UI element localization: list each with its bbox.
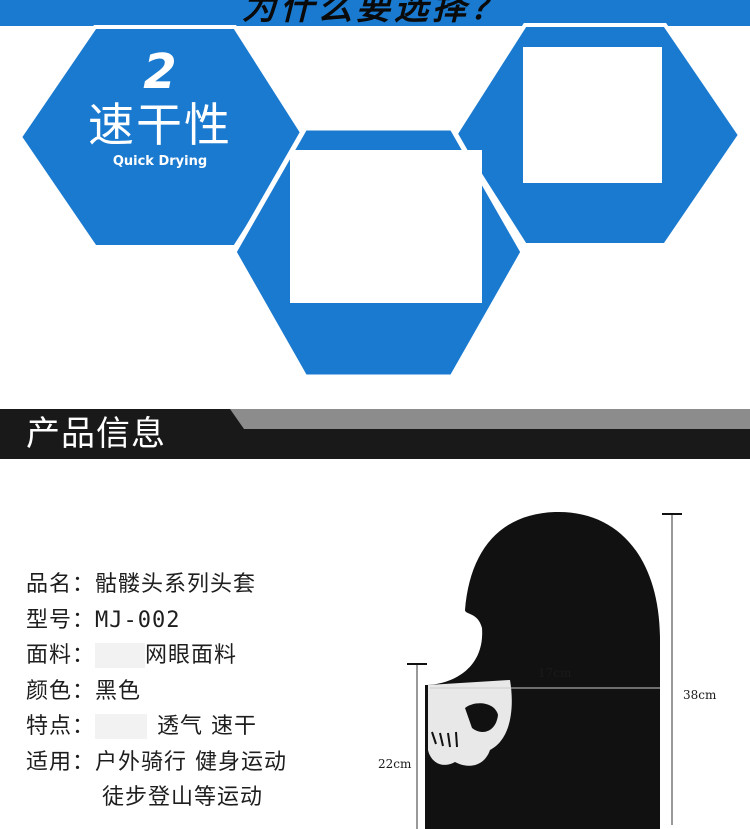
skull-eye [465,703,498,732]
color-label: 颜色： [26,678,96,704]
image-placeholder-center [290,150,482,303]
face-dim-label: 22cm [378,757,412,771]
feature-title-cn: 速干性 [88,98,232,152]
model-label: 型号： [26,607,96,633]
image-placeholder-right [523,47,662,183]
info-row-fabric: 面料： 网眼面料 [26,637,287,673]
section-header-stripe [230,409,750,429]
top-banner-title: 为什么要选择？ [242,0,508,26]
section-header: 产品信息 [0,409,750,459]
feature-number: 2 [143,44,177,100]
info-row-model: 型号： MJ-002 [26,602,287,638]
info-row-usage: 适用： 户外骑行 健身运动 [26,744,287,780]
usage-label: 适用： [26,749,96,775]
usage-value-1: 户外骑行 健身运动 [95,749,288,775]
model-value: MJ-002 [95,607,181,633]
quick-drying-feature: 2 速干性 Quick Drying [60,46,260,169]
usage-value-2: 徒步登山等运动 [102,785,264,810]
width-dim-label: 17cm [538,666,572,680]
name-value: 骷髅头系列头套 [95,572,257,597]
info-row-feature: 特点： 透气 速干 [26,708,287,744]
info-row-usage-cont: 徒步登山等运动 [26,779,287,815]
info-row-color: 颜色： 黑色 [26,673,287,709]
name-label: 品名： [26,572,96,597]
feature-title-en: Quick Drying [112,154,208,169]
skull-teeth [431,731,458,748]
info-row-name: 品名： 骷髅头系列头套 [26,566,287,602]
section-title: 产品信息 [26,414,166,454]
fabric-value: 网眼面料 [145,643,238,668]
top-banner: 为什么要选择？ [0,0,750,26]
feature-value: 透气 速干 [157,714,258,739]
balaclava-product-image [407,511,682,829]
redacted-text [95,714,148,739]
redacted-text [95,643,146,668]
color-value: 黑色 [95,678,142,704]
fabric-label: 面料： [26,643,96,668]
feature-label: 特点： [26,714,96,739]
product-info-list: 品名： 骷髅头系列头套 型号： MJ-002 面料： 网眼面料 颜色： 黑色 特… [26,566,287,815]
height-dim-label: 38cm [683,688,717,702]
